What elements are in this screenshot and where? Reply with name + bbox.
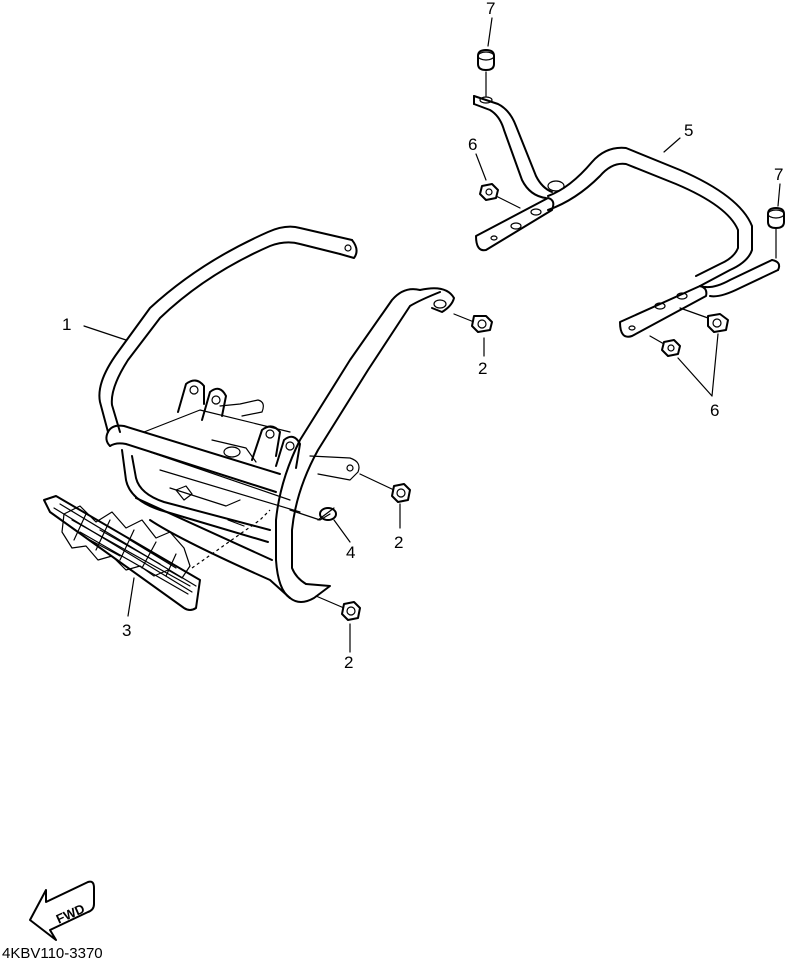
callout-2-lower: 2 <box>344 653 353 672</box>
bolt-6-upper <box>479 183 521 209</box>
callout-6-lower: 6 <box>710 401 719 420</box>
callout-1: 1 <box>62 315 71 334</box>
rear-guard <box>473 95 781 338</box>
grille-guide-line <box>191 509 271 569</box>
leader-lines <box>83 17 781 653</box>
callout-4: 4 <box>346 543 355 562</box>
bolt-2-lower <box>315 595 361 621</box>
front-guard <box>98 225 455 603</box>
grommet-7-left <box>477 49 495 97</box>
diagram-code: 4KBV110-3370 <box>2 945 103 960</box>
grille-mesh <box>43 495 201 611</box>
callout-5: 5 <box>684 121 693 140</box>
fwd-arrow-icon: FWD <box>29 880 95 941</box>
callout-7-left: 7 <box>486 0 495 18</box>
bolt-6-right-a <box>679 307 729 333</box>
callout-6-upper: 6 <box>468 135 477 154</box>
bolt-2-middle <box>359 473 411 503</box>
washer <box>317 507 337 521</box>
callout-2-middle: 2 <box>394 533 403 552</box>
callout-2-upper: 2 <box>478 359 487 378</box>
bolt-6-right-b <box>649 335 681 357</box>
bolt-2-upper <box>453 313 493 333</box>
grommet-7-right <box>767 207 785 259</box>
callout-7-right: 7 <box>774 165 783 184</box>
callout-3: 3 <box>122 621 131 640</box>
